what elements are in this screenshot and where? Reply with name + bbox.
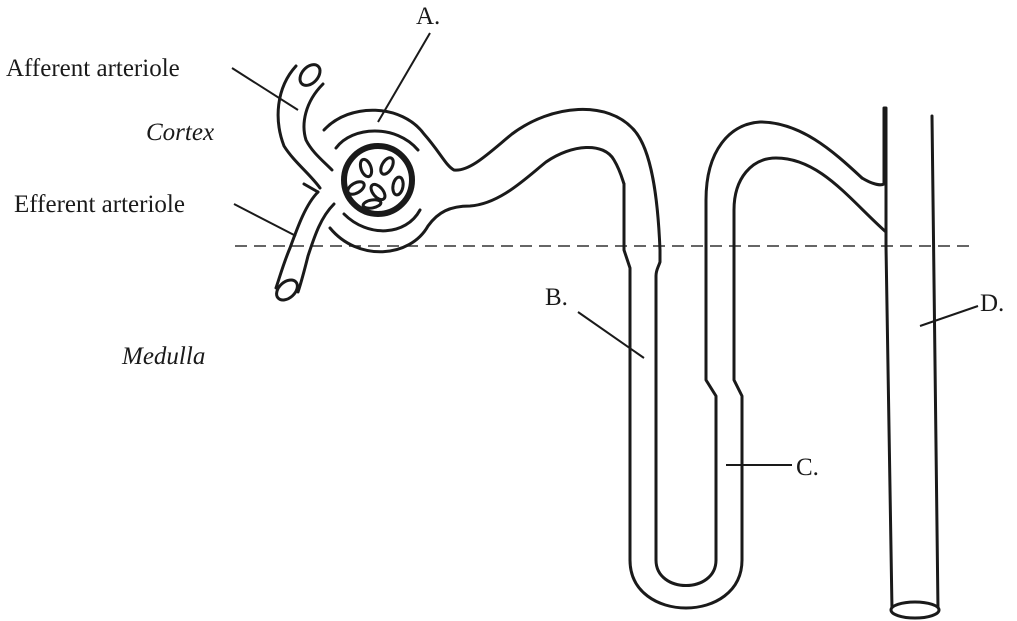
afferent-arteriole — [278, 61, 332, 188]
glomerulus — [344, 146, 412, 214]
leader-d — [920, 306, 978, 326]
descending-limb — [624, 130, 660, 560]
efferent-arteriole — [273, 184, 334, 304]
ascending-limb — [706, 122, 886, 560]
label-afferent-arteriole: Afferent arteriole — [6, 55, 180, 82]
label-c: C. — [796, 454, 819, 481]
leader-b — [578, 312, 644, 358]
label-medulla: Medulla — [121, 343, 205, 370]
collecting-duct — [862, 108, 939, 618]
loop-of-henle-bend — [630, 560, 742, 608]
label-a: A. — [416, 3, 440, 30]
leader-efferent — [234, 204, 296, 236]
leader-a — [378, 33, 430, 122]
label-cortex: Cortex — [146, 119, 214, 146]
label-d: D. — [980, 290, 1004, 317]
label-efferent-arteriole: Efferent arteriole — [14, 191, 185, 218]
label-b: B. — [545, 284, 568, 311]
